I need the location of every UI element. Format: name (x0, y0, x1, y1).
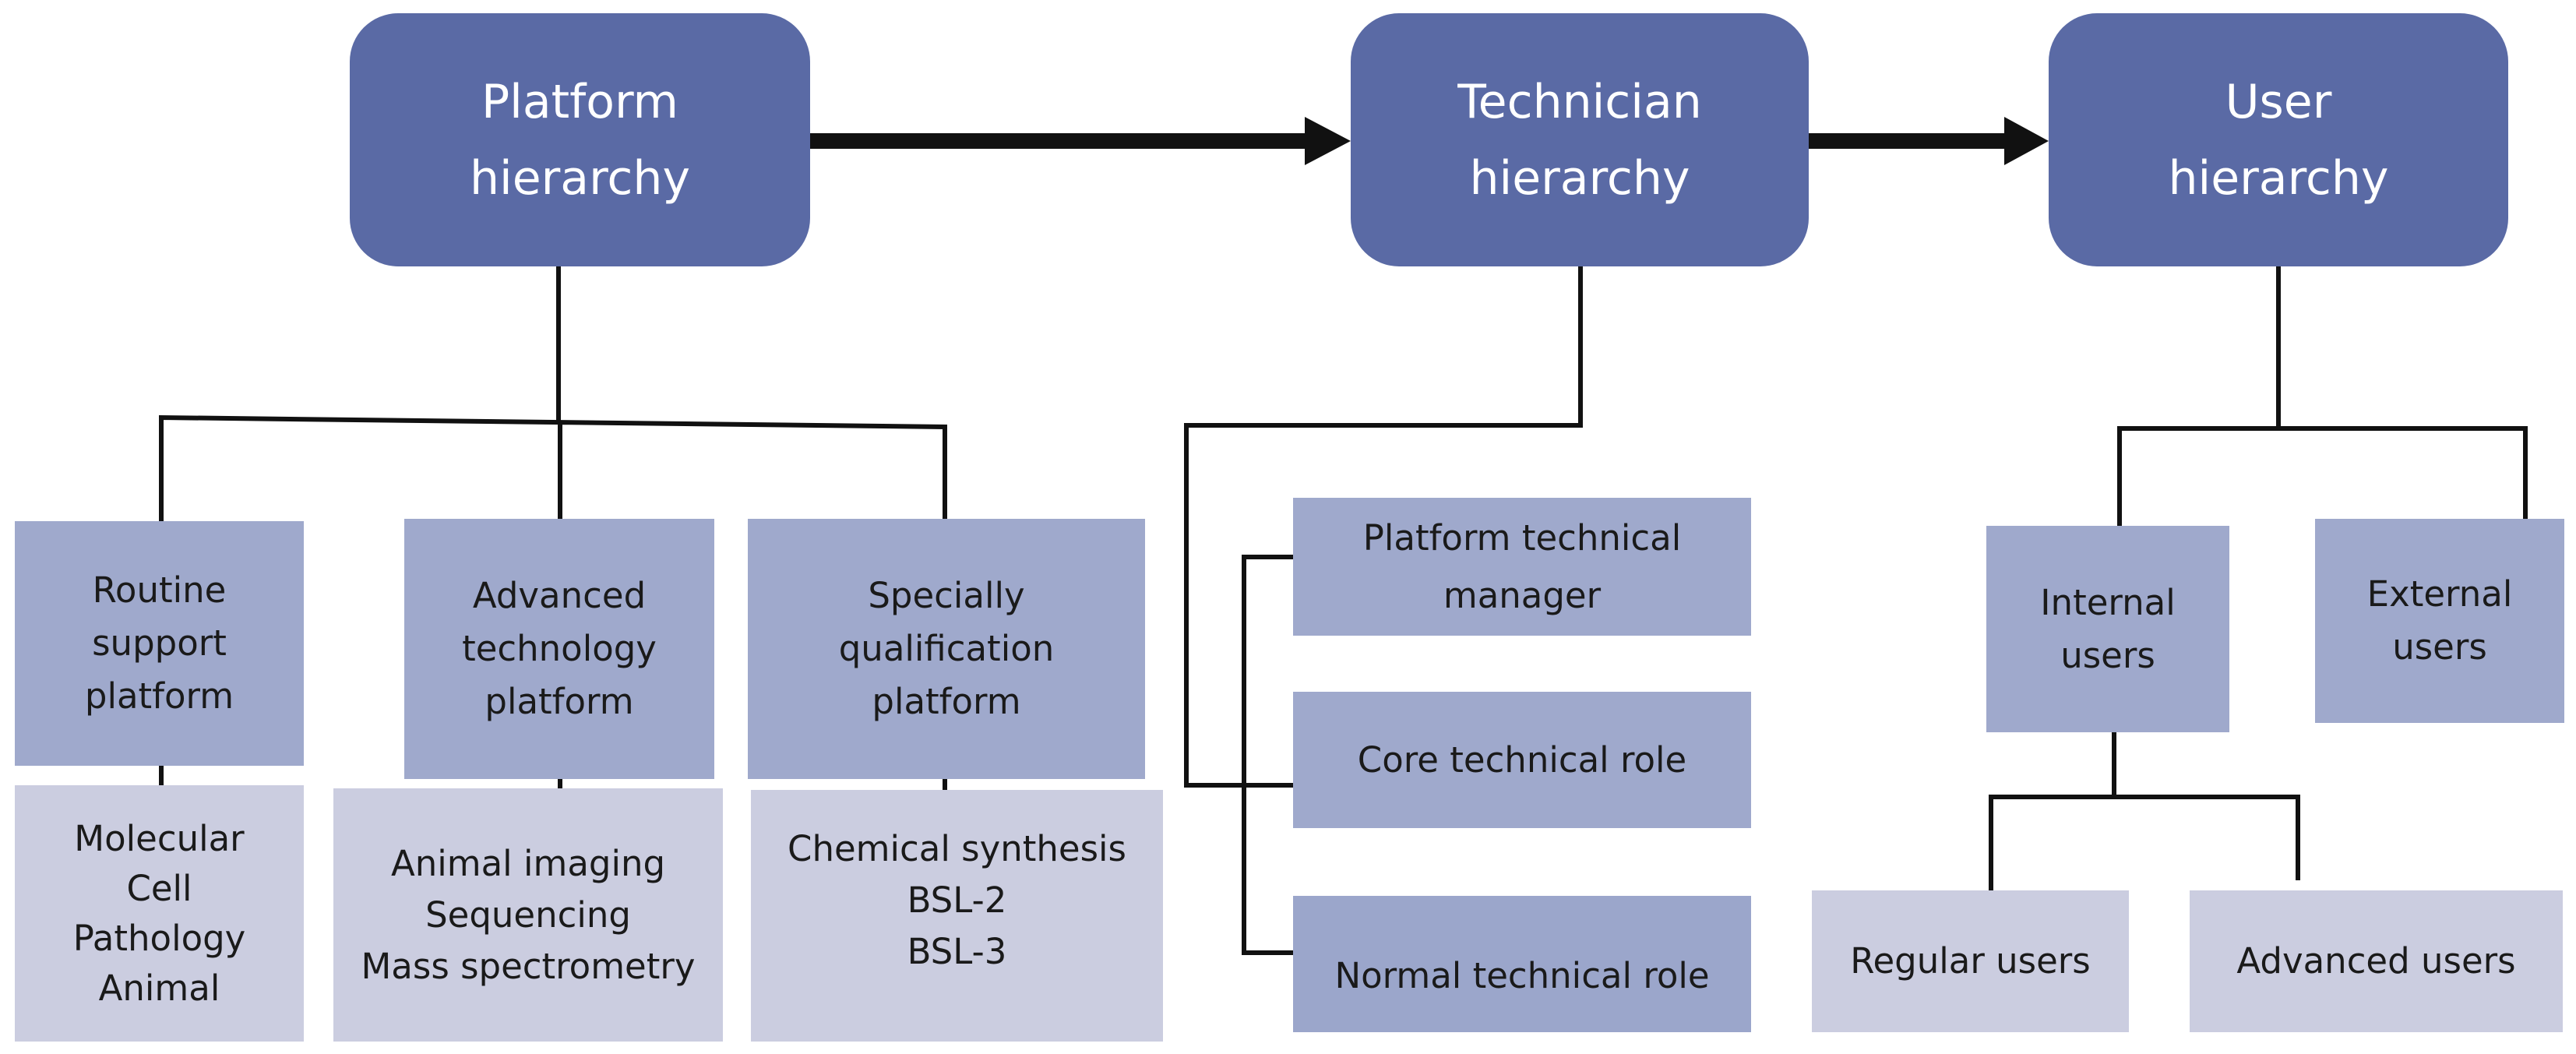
regular-users-box: Regular users (1812, 890, 2129, 1032)
specially-qualification-platform-box: Specially qualification platform (748, 519, 1145, 779)
external-users-box: External users (2315, 519, 2564, 723)
technician-connector (1184, 266, 1583, 788)
platform-sub-connectors (159, 766, 947, 790)
box-label: Advanced technology platform (462, 575, 657, 722)
box-label: Routine support platform (84, 569, 234, 717)
technician-hierarchy-title: Technician hierarchy (1457, 74, 1702, 206)
box-label: Internal users (2040, 581, 2176, 676)
advanced-technology-platform-box: Advanced technology platform (404, 519, 714, 779)
arrow-technician-to-user (1809, 117, 2049, 165)
box-label: Core technical role (1357, 739, 1687, 781)
user-connector (2117, 266, 2528, 526)
box-label: Animal imaging Sequencing Mass spectrome… (361, 842, 696, 987)
advanced-users-box: Advanced users (2190, 890, 2563, 1032)
internal-users-connector (1989, 732, 2300, 890)
box-label: Molecular Cell Pathology Animal (72, 817, 246, 1009)
specially-items-box: Chemical synthesis BSL-2 BSL-3 (751, 790, 1163, 1042)
box-label: Platform technical manager (1362, 516, 1682, 616)
platform-hierarchy-title: Platform hierarchy (470, 74, 690, 206)
routine-support-platform-box: Routine support platform (15, 521, 304, 766)
platform-technical-manager-box: Platform technical manager (1293, 498, 1751, 636)
technician-hierarchy-box: Technician hierarchy (1351, 13, 1809, 266)
platform-hierarchy-box: Platform hierarchy (350, 13, 810, 266)
arrow-platform-to-technician (810, 117, 1351, 165)
user-hierarchy-box: User hierarchy (2049, 13, 2508, 266)
box-label: External users (2366, 573, 2513, 668)
technician-bracket (1242, 555, 1293, 955)
normal-technical-role-box: Normal technical role (1293, 896, 1751, 1032)
core-technical-role-box: Core technical role (1293, 692, 1751, 828)
routine-items-box: Molecular Cell Pathology Animal (15, 785, 304, 1042)
advanced-items-box: Animal imaging Sequencing Mass spectrome… (333, 788, 723, 1042)
box-label: Regular users (1850, 940, 2091, 982)
box-label: Normal technical role (1334, 954, 1710, 996)
internal-users-box: Internal users (1986, 526, 2229, 732)
box-label: Specially qualification platform (838, 575, 1055, 722)
box-label: Advanced users (2236, 940, 2516, 982)
platform-connector (159, 266, 947, 521)
user-hierarchy-title: User hierarchy (2168, 74, 2389, 206)
box-label: Chemical synthesis BSL-2 BSL-3 (788, 827, 1126, 972)
